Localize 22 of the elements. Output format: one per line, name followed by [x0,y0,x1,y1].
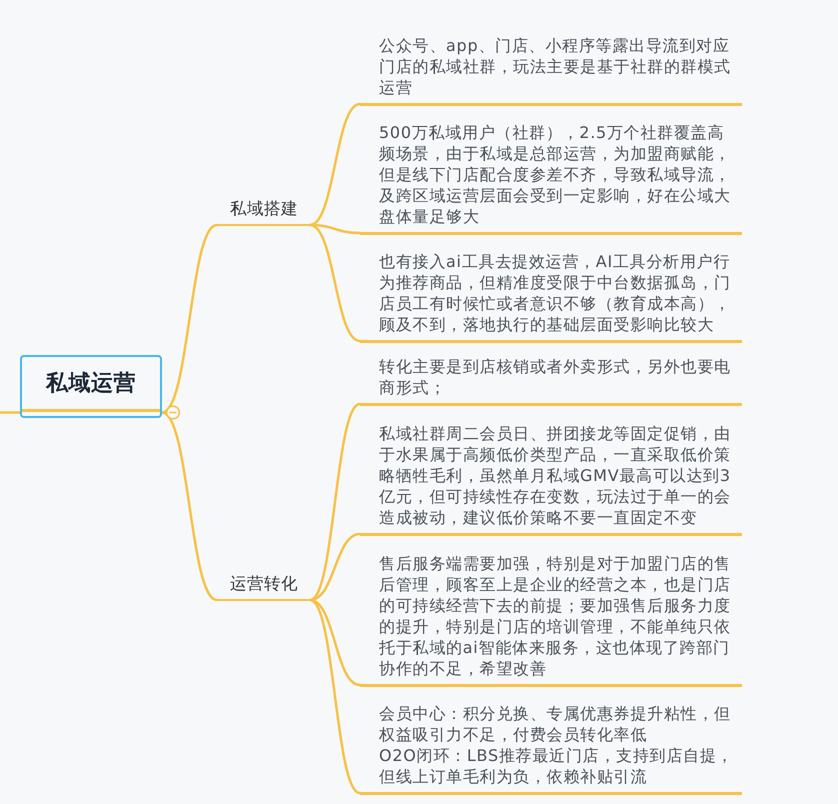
topic-text: O2O闭环：LBS推荐最近门店，支持到店自提，但线上订单毛利为负，依赖补贴引流 [379,744,734,786]
connector-line [310,224,360,342]
connector-line [310,598,360,686]
topic-text: 500万私域用户（社群），2.5万个社群覆盖高频场景，由于私域是总部运营，为加盟商赋能，但是线下门店配合度参差不齐，导致私域导流，及跨区域运营层面会受到一定影响，好在公域大盘体量足够大 [379,122,732,226]
topic-text: 售后服务端需要加强，特别是对于加盟门店的售后管理，顾客至上是企业的经营之本，也是门店的可持续经营下去的前提；要加强售后服务力度的提升，特别是门店的培训管理，不能单纯只依托于私域的ai智能体来服务，这也体现了跨部门协作的不足，希望改善 [379,552,732,678]
topic-text: 公众号、app、门店、小程序等露出导流到对应门店的私域社群，玩法主要是基于社群的群模式运营 [379,34,732,98]
connector-line [310,102,360,226]
connector-line [310,532,360,602]
branch-topic [217,198,310,226]
root-topic-box [20,355,162,418]
topic-text: 会员中心：积分兑换、专属优惠券提升粘性，但权益吸引力不足，付费会员转化率低 [379,702,732,744]
root-topic-title: 私域运营 [46,370,136,398]
topic-text: 私域社群周二会员日、拼团接龙等固定促销，由于水果属于高频低价类型产品，一直采取低价策略牺牲毛利，虽然单月私域GMV最高可以达到3亿元，但可持续性存在变数，玩法过于单一的会造成被动，建议低价策略不要一直固定不变 [379,422,732,528]
connector-line [309,598,361,794]
topic-text: 也有接入ai工具去提效运营，AI工具分析用户行为推荐商品，但精准度受限于中台数据孤岛，门店员工有时候忙或者意识不够（教育成本高），顾及不到，落地执行的基础层面受影响比较大 [379,250,732,334]
branch-topic-label: 运营转化 [230,573,299,596]
branch-topic [217,573,310,602]
branch-topic-label: 私域搭建 [230,198,299,220]
connector-line [161,405,218,602]
connector-line [0,411,20,414]
connector-line [309,402,361,602]
topic-text: 转化主要是到店核销或者外卖形式，另外也要电商形式； [379,356,732,398]
